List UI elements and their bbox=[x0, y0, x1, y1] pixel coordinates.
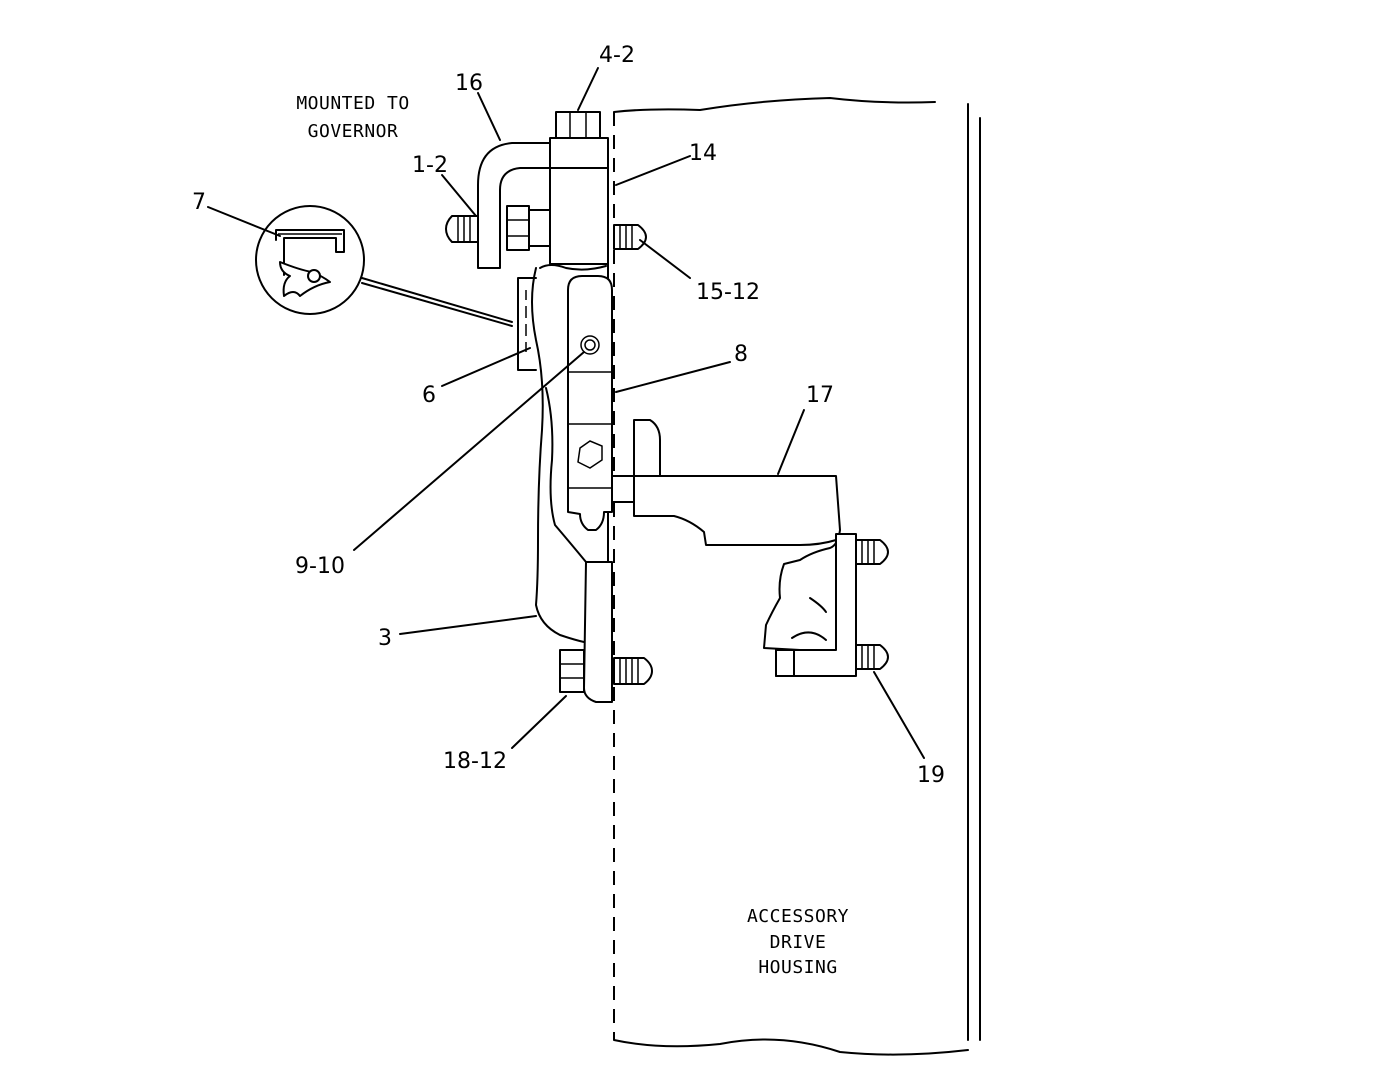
stud-15-12 bbox=[613, 224, 647, 250]
callout-7: 7 bbox=[192, 190, 206, 215]
callout-19: 19 bbox=[917, 763, 945, 788]
callout-1-2: 1-2 bbox=[412, 153, 448, 178]
lower-plate bbox=[583, 561, 613, 703]
accessory-drive-housing bbox=[613, 97, 981, 1056]
callout-15-12: 15-12 bbox=[696, 280, 760, 305]
studs-19 bbox=[855, 539, 889, 670]
bolt-18-12 bbox=[559, 649, 653, 693]
mounted-note-line2: GOVERNOR bbox=[308, 121, 399, 142]
callout-6: 6 bbox=[422, 383, 436, 408]
housing-note-line3: HOUSING bbox=[758, 957, 837, 978]
bracket-14 bbox=[549, 137, 609, 265]
cover-3-break-edge bbox=[545, 387, 587, 563]
callout-9-10: 9-10 bbox=[295, 554, 345, 579]
housing-note-line1: ACCESSORY bbox=[747, 906, 849, 927]
bolt-4-2 bbox=[555, 111, 601, 139]
mounted-note-line1: MOUNTED TO bbox=[296, 93, 409, 114]
callout-18-12: 18-12 bbox=[443, 749, 507, 774]
callout-8: 8 bbox=[734, 342, 748, 367]
leader-lines bbox=[207, 67, 925, 759]
callout-17: 17 bbox=[806, 383, 834, 408]
cover-3-break-line bbox=[539, 264, 607, 271]
lever-8 bbox=[567, 275, 613, 531]
callout-14: 14 bbox=[689, 141, 717, 166]
arm-17 bbox=[611, 419, 857, 677]
bolt-1-2 bbox=[445, 205, 551, 251]
hook-bracket-16 bbox=[477, 142, 551, 269]
callout-3: 3 bbox=[378, 626, 392, 651]
housing-note-line2: DRIVE bbox=[770, 932, 827, 953]
callout-16: 16 bbox=[455, 71, 483, 96]
seal-7-detail bbox=[255, 205, 513, 327]
cover-3 bbox=[531, 267, 585, 643]
callout-4-2: 4-2 bbox=[599, 43, 635, 68]
